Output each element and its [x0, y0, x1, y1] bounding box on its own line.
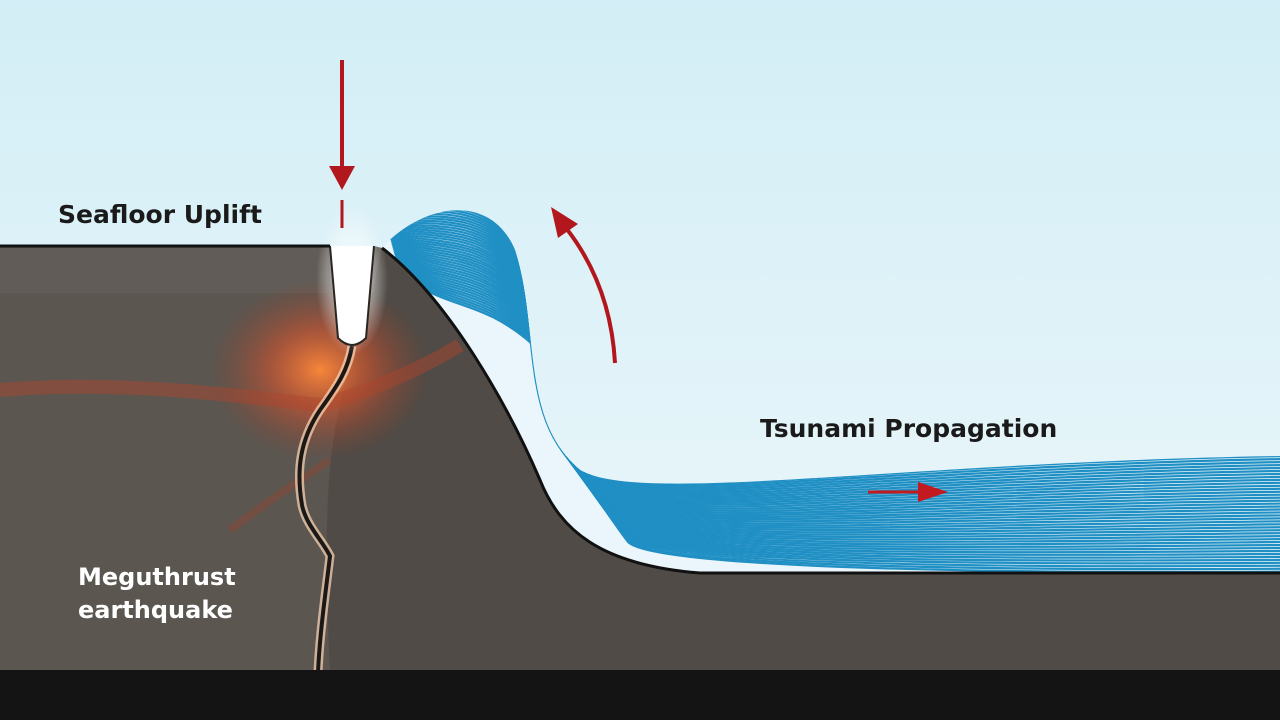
label-seafloor-uplift: Seafloor Uplift: [58, 200, 262, 229]
seafloor-top-band: [0, 248, 328, 293]
rupture-streak: [0, 339, 464, 413]
label-tsunami-propagation: Tsunami Propagation: [760, 414, 1057, 443]
rupture-streak-lower: [227, 456, 333, 534]
fault-crack-core: [297, 345, 354, 673]
label-earthquake-line2: earthquake: [78, 596, 233, 624]
right-arrow-icon: [868, 482, 948, 502]
seafloor-notch: [329, 245, 375, 346]
down-arrow-icon: [329, 60, 355, 228]
label-earthquake-line1: Meguthrust: [78, 563, 236, 591]
wave-bottom-edge: [381, 246, 1280, 575]
seafloor-right-slope: [326, 248, 1280, 672]
wave-line: [398, 270, 1280, 573]
base-strip: [0, 670, 1280, 720]
curved-up-arrow-icon: [551, 207, 617, 364]
